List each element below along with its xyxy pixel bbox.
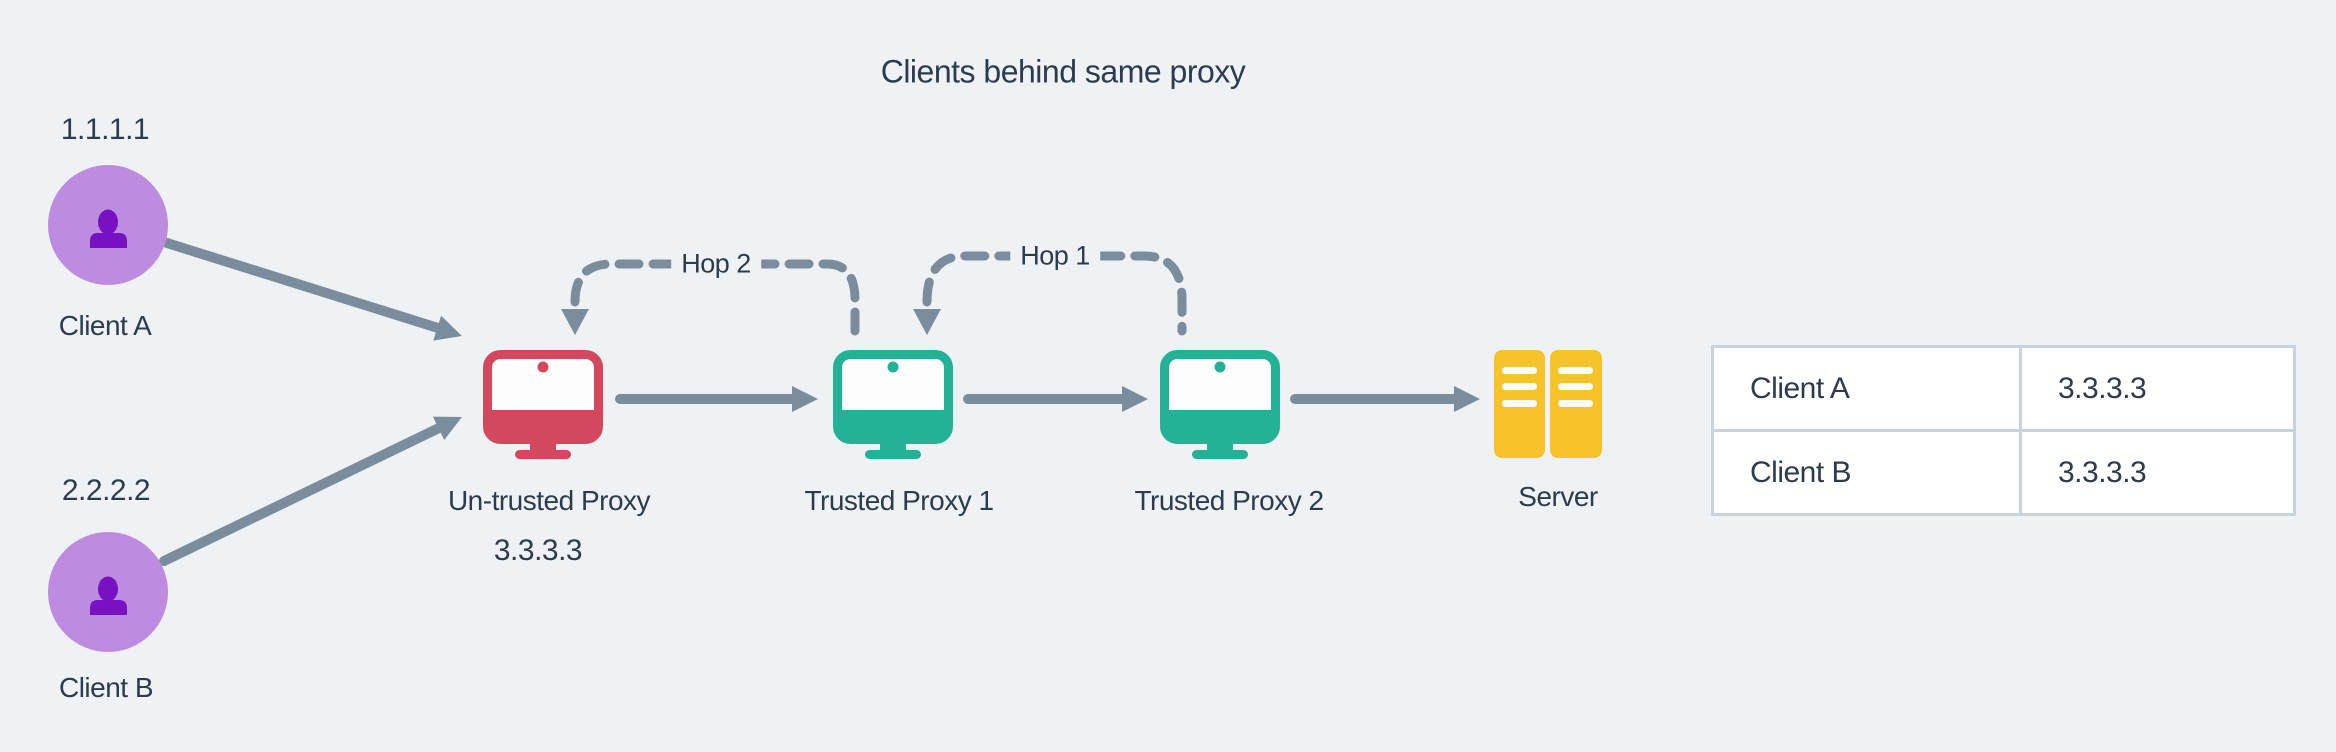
arrowhead-icon [433,315,462,341]
table-cell-client: Client A [1711,345,2022,432]
server-rack-icon [1494,350,1602,458]
arrowhead-icon [1122,386,1148,412]
server-node [1494,350,1602,463]
table-row: Client B 3.3.3.3 [1711,429,2296,516]
monitor-icon [1160,350,1280,459]
trusted-proxy-2-label: Trusted Proxy 2 [1134,485,1324,516]
table-row: Client A 3.3.3.3 [1711,345,2296,432]
arrowhead-icon [792,386,818,412]
hop1-arc [922,251,1187,336]
untrusted-proxy-ip: 3.3.3.3 [493,534,583,567]
trusted-proxy-1-node [833,350,953,465]
solid-arrows [159,238,1461,566]
monitor-icon [483,350,603,459]
client-b-label: Client B [58,672,154,703]
hop-1-label: Hop 1 [1010,240,1100,272]
arrowheads [432,309,1480,440]
client-a-avatar [48,165,168,285]
monitor-icon [833,350,953,459]
untrusted-proxy-node [483,350,603,465]
arrow-client-b-to-untrusted [159,423,444,566]
user-icon [90,576,127,615]
arrow-client-a-to-untrusted [162,238,443,333]
untrusted-proxy-label: Un-trusted Proxy [447,485,651,516]
server-label: Server [1518,481,1598,512]
user-icon [90,209,127,248]
client-a-label: Client A [58,310,152,341]
client-ip-table: Client A 3.3.3.3 Client B 3.3.3.3 [1711,345,2296,516]
table-cell-ip: 3.3.3.3 [2019,345,2296,432]
client-b-ip: 2.2.2.2 [61,474,151,507]
trusted-proxy-2-node [1160,350,1280,465]
hop-2-label: Hop 2 [671,248,761,280]
arrowhead-icon [432,416,462,440]
trusted-proxy-1-label: Trusted Proxy 1 [804,485,994,516]
arrowhead-icon [913,309,941,335]
table-cell-client: Client B [1711,429,2022,516]
arrowhead-icon [1454,386,1480,412]
table-cell-ip: 3.3.3.3 [2019,429,2296,516]
page-title: Clients behind same proxy [880,53,1246,90]
arrowhead-icon [561,309,589,335]
client-a-ip: 1.1.1.1 [60,113,150,146]
client-b-avatar [48,532,168,652]
